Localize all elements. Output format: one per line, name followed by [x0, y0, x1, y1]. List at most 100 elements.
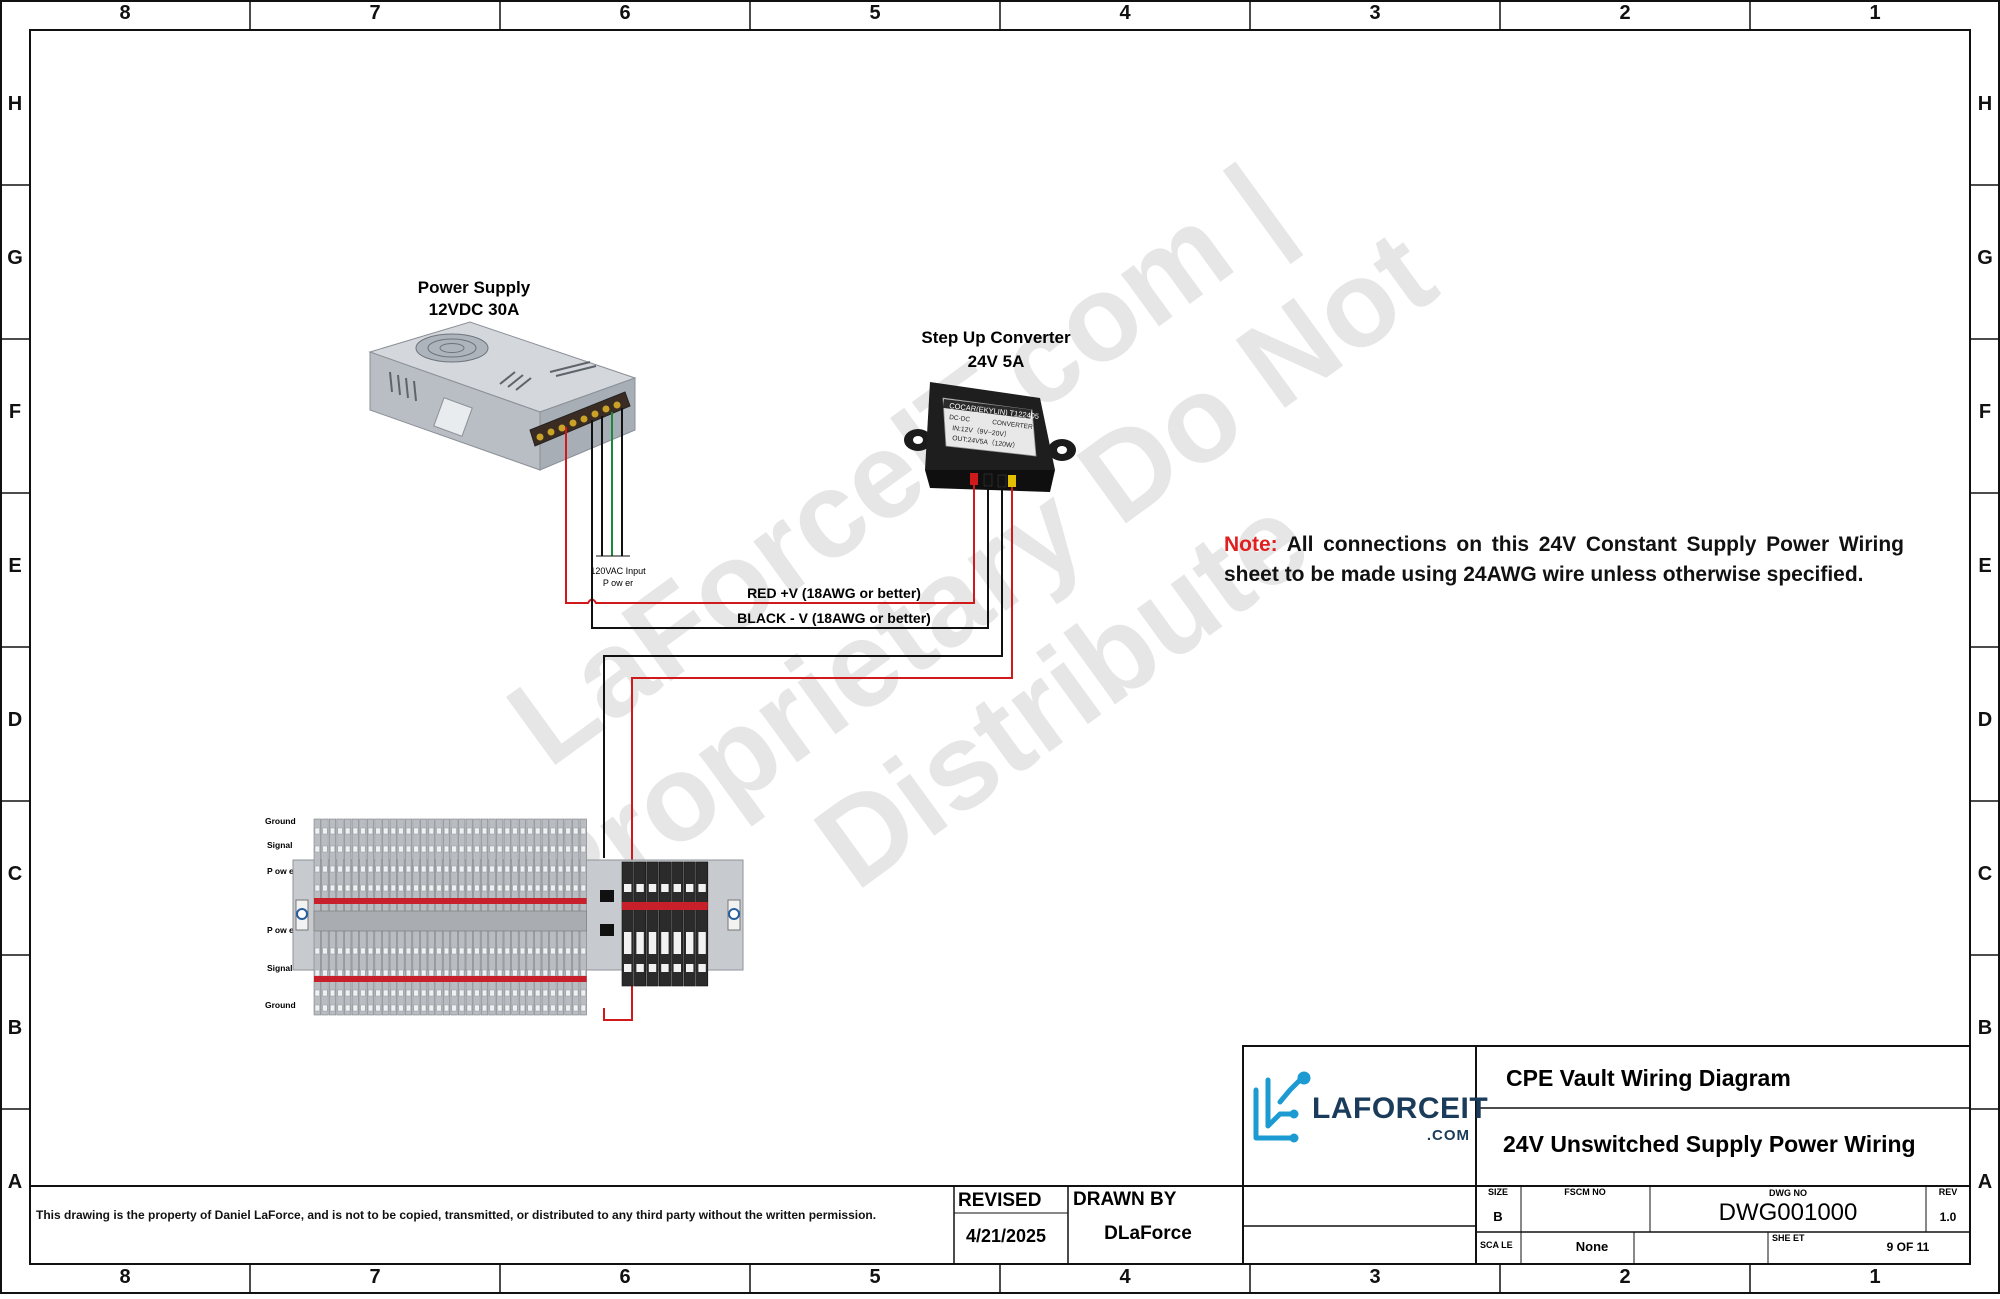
zone-row-label: A: [1978, 1171, 1992, 1193]
zone-row-label: E: [8, 555, 21, 577]
terminal-screw: [436, 969, 442, 977]
terminal-screw: [520, 947, 526, 955]
terminal-screw: [512, 1004, 518, 1012]
terminal-screw: [474, 1004, 480, 1012]
zone-col-label: 5: [869, 2, 880, 24]
terminal-screw: [535, 865, 541, 873]
terminal-screw: [558, 884, 564, 892]
terminal-screw: [565, 1004, 571, 1012]
terminal-screw: [398, 865, 404, 873]
terminal-screw: [482, 989, 488, 997]
fscm-label: FSCM NO: [1564, 1187, 1606, 1197]
terminal-screw: [413, 989, 419, 997]
logo-suffix: .COM: [1427, 1127, 1470, 1144]
terminal-screw: [375, 884, 381, 892]
terminal-screw: [428, 969, 434, 977]
terminal-screw: [565, 865, 571, 873]
terminal-screw: [497, 845, 503, 853]
terminal-screw: [535, 969, 541, 977]
terminal-screw: [444, 989, 450, 997]
terminal-screw: [398, 947, 404, 955]
distribution-module: [671, 861, 684, 987]
terminal-screw: [314, 969, 320, 977]
terminal-screw: [550, 845, 556, 853]
terminal-screw: [390, 865, 396, 873]
terminal-screw: [421, 884, 427, 892]
zone-col-label: 8: [119, 1266, 130, 1288]
terminal-screw: [504, 947, 510, 955]
terminal-screw: [406, 969, 412, 977]
terminal-screw: [573, 865, 579, 873]
terminal-screw: [398, 1004, 404, 1012]
terminal-screw: [337, 845, 343, 853]
terminal-screw: [550, 969, 556, 977]
terminal-screw: [489, 865, 495, 873]
terminal-screw: [451, 947, 457, 955]
terminal-screw: [497, 827, 503, 835]
zone-col-label: 8: [119, 2, 130, 24]
distribution-screw: [648, 884, 657, 892]
terminal-screw: [558, 845, 564, 853]
terminal-screw: [482, 884, 488, 892]
terminal-screw: [398, 845, 404, 853]
zone-row-label: F: [1979, 401, 1991, 423]
terminal-screw: [322, 827, 328, 835]
terminal-screw: [474, 969, 480, 977]
terminal-block-main: [313, 818, 587, 1016]
terminal-screw: [413, 845, 419, 853]
scale-value: None: [1576, 1239, 1609, 1254]
terminal-screw: [413, 947, 419, 955]
column-dividers: [249, 1, 1751, 1293]
terminal-screw: [565, 845, 571, 853]
laforceit-logo-icon: [1253, 1071, 1311, 1143]
terminal-screw: [345, 865, 351, 873]
sheet-number: 9 OF 11: [1887, 1240, 1930, 1254]
terminal-screw: [390, 845, 396, 853]
zone-row-label: G: [1977, 247, 1993, 269]
terminal-screw: [565, 884, 571, 892]
terminal-screw: [474, 845, 480, 853]
terminal-screw: [322, 989, 328, 997]
terminal-screw: [527, 827, 533, 835]
terminal-jumper-bar: [314, 976, 587, 982]
terminal-screw: [368, 989, 374, 997]
terminal-screw: [360, 865, 366, 873]
terminal-screw: [383, 827, 389, 835]
terminal-screw: [314, 1004, 320, 1012]
distribution-module: [683, 861, 696, 987]
distribution-label-window: [698, 932, 706, 954]
zone-row-label: H: [8, 93, 22, 115]
terminal-screw: [489, 947, 495, 955]
end-stop: [600, 890, 614, 902]
distribution-screw: [636, 884, 644, 892]
terminal-screw: [421, 827, 427, 835]
terminal-screw: [550, 827, 556, 835]
terminal-screw: [573, 884, 579, 892]
terminal-screw: [459, 827, 465, 835]
terminal-screw: [360, 845, 366, 853]
distribution-screw: [636, 964, 644, 972]
terminal-screw: [482, 865, 488, 873]
terminal-screw: [345, 989, 351, 997]
sheet-label: SHE ET: [1772, 1233, 1805, 1243]
terminal-screw: [375, 865, 381, 873]
terminal-screw: [345, 969, 351, 977]
terminal-screw: [383, 1004, 389, 1012]
terminal-screw: [558, 969, 564, 977]
terminal-screw: [406, 845, 412, 853]
terminal-screw: [482, 845, 488, 853]
converter-type-label: DC-DC: [949, 414, 971, 424]
terminal-screw: [580, 827, 586, 835]
terminal-screw: [580, 947, 586, 955]
terminal-screw: [535, 827, 541, 835]
zone-col-label: 1: [1869, 1266, 1880, 1288]
terminal-screw: [406, 827, 412, 835]
distribution-screw: [661, 884, 669, 892]
distribution-module: [658, 861, 671, 987]
terminal-screw: [504, 884, 510, 892]
terminal-screw: [406, 884, 412, 892]
terminal-screw: [406, 865, 412, 873]
terminal-screw: [383, 969, 389, 977]
terminal-screw: [413, 827, 419, 835]
terminal-screw: [527, 947, 533, 955]
